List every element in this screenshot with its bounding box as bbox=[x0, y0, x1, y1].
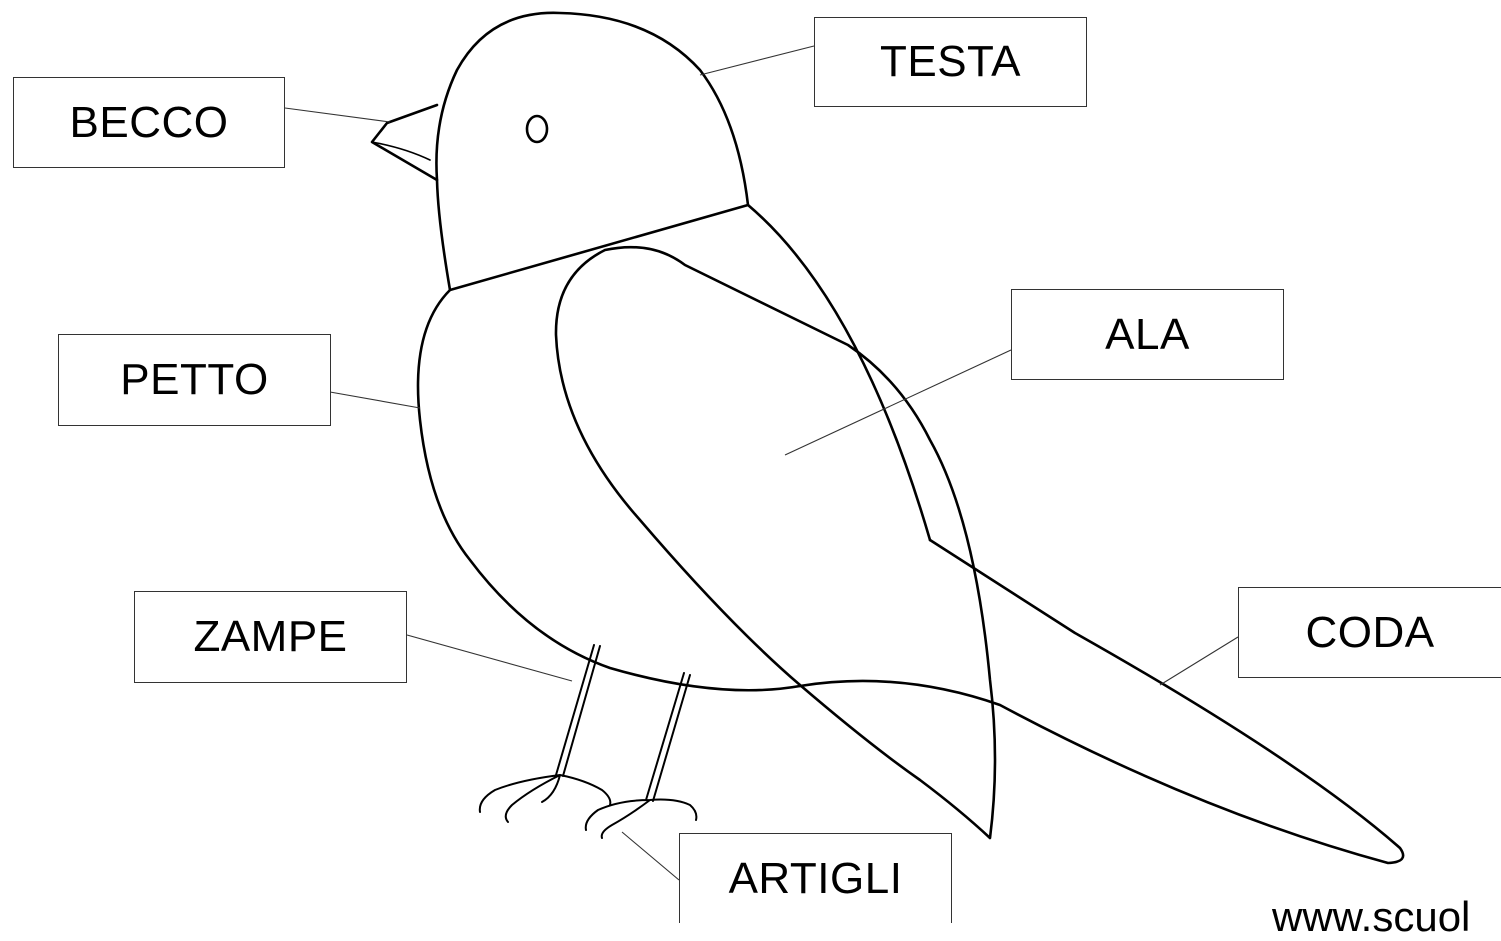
leader-petto bbox=[329, 391, 421, 409]
label-coda: CODA bbox=[1238, 587, 1501, 678]
wing-shape bbox=[554, 245, 997, 840]
label-coda-text: CODA bbox=[1305, 607, 1435, 657]
label-petto-text: PETTO bbox=[120, 355, 269, 404]
tail-shape bbox=[798, 538, 1405, 865]
label-ala-text: ALA bbox=[1105, 309, 1190, 359]
label-artigli-text: ARTIGLI bbox=[728, 853, 903, 903]
leader-testa bbox=[699, 45, 815, 76]
leader-ala bbox=[784, 349, 1012, 456]
leader-zampe bbox=[406, 634, 573, 682]
leader-artigli bbox=[621, 831, 680, 881]
claws-right bbox=[584, 798, 698, 839]
label-ala: ALA bbox=[1011, 289, 1284, 380]
eye-shape bbox=[525, 114, 549, 144]
collar-line bbox=[448, 203, 750, 292]
back-line bbox=[746, 203, 932, 542]
leader-coda bbox=[1159, 636, 1239, 686]
watermark-url: www.scuol bbox=[1272, 893, 1471, 940]
label-zampe: ZAMPE bbox=[134, 591, 407, 683]
claws-left bbox=[478, 774, 612, 823]
label-petto: PETTO bbox=[58, 334, 331, 426]
body-shape bbox=[416, 288, 802, 692]
label-testa: TESTA bbox=[814, 17, 1087, 107]
head-shape bbox=[435, 11, 750, 292]
leg-right bbox=[645, 672, 691, 802]
label-zampe-text: ZAMPE bbox=[193, 612, 348, 661]
beak-shape bbox=[370, 103, 439, 182]
leader-becco bbox=[284, 107, 391, 123]
label-becco: BECCO bbox=[13, 77, 285, 168]
label-artigli: ARTIGLI bbox=[679, 833, 952, 923]
label-testa-text: TESTA bbox=[879, 37, 1022, 86]
leg-left bbox=[555, 644, 601, 777]
label-becco-text: BECCO bbox=[69, 97, 229, 147]
